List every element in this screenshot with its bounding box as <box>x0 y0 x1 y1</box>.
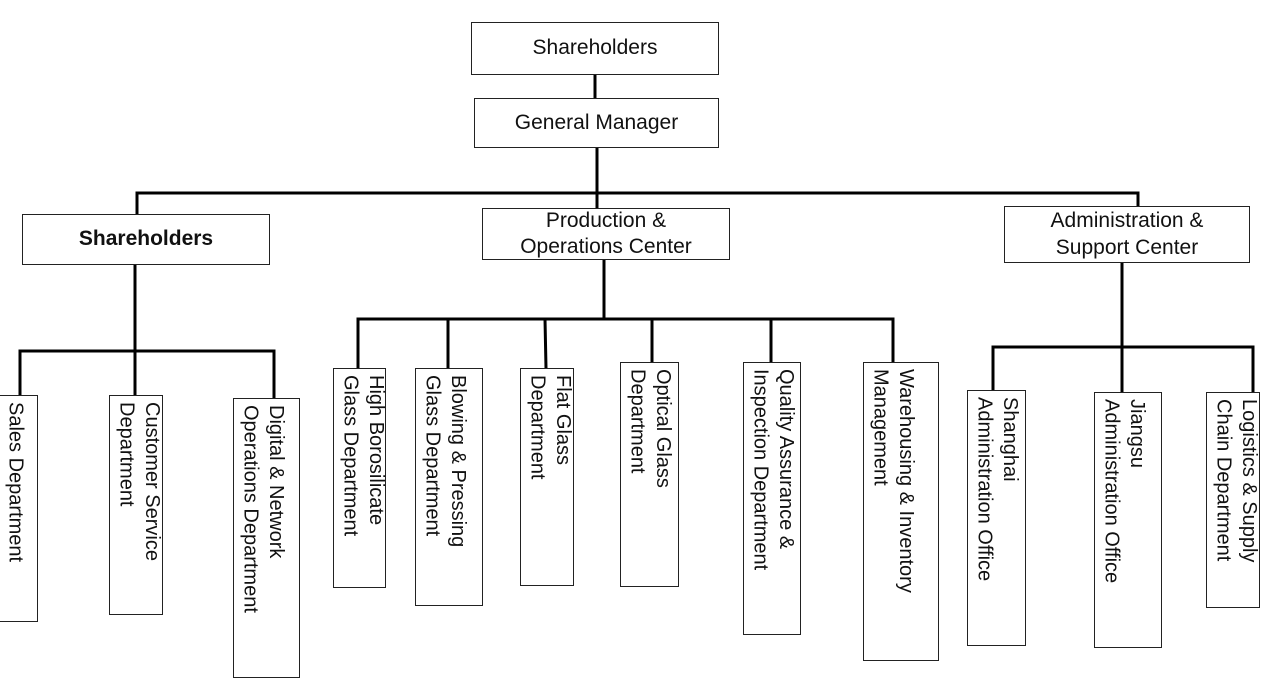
center-left-label: Shareholders <box>78 227 214 251</box>
customer-service-department-box: Customer Service Department <box>109 395 163 615</box>
warehousing-inventory-label: Warehousing & Inventory Management <box>869 369 918 593</box>
digital-network-department-label: Digital & Network Operations Department <box>239 405 288 613</box>
general-manager-label: General Manager <box>514 110 679 134</box>
shareholders-box: Shareholders <box>471 22 719 75</box>
center-left-box: Shareholders <box>22 214 270 265</box>
high-borosilicate-department-label: High Borosilicate Glass Department <box>339 375 388 537</box>
optical-glass-department-box: Optical Glass Department <box>620 362 679 587</box>
warehousing-inventory-box: Warehousing & Inventory Management <box>863 362 939 661</box>
administration-support-center-label: Administration & Support Center <box>1050 209 1204 259</box>
flat-glass-department-box: Flat Glass Department <box>520 368 574 586</box>
quality-assurance-department-label: Quality Assurance & Inspection Departmen… <box>749 369 798 571</box>
quality-assurance-department-box: Quality Assurance & Inspection Departmen… <box>743 362 801 635</box>
optical-glass-department-label: Optical Glass Department <box>626 369 675 488</box>
shanghai-office-box: Shanghai Administration Office <box>967 390 1026 646</box>
logistics-supply-chain-box: Logistics & Supply Chain Department <box>1206 392 1260 608</box>
administration-support-center-box: Administration & Support Center <box>1004 206 1250 263</box>
jiangsu-office-box: Jiangsu Administration Office <box>1094 392 1162 648</box>
production-operations-center-label: Production & Operations Center <box>520 208 692 258</box>
high-borosilicate-department-box: High Borosilicate Glass Department <box>333 368 388 588</box>
sales-department-label: Sales Department <box>4 402 27 563</box>
customer-service-department-label: Customer Service Department <box>115 402 164 561</box>
blowing-pressing-department-label: Blowing & Pressing Glass Department <box>421 375 470 548</box>
shanghai-office-label: Shanghai Administration Office <box>973 397 1022 582</box>
blowing-pressing-department-box: Blowing & Pressing Glass Department <box>415 368 483 606</box>
flat-glass-department-label: Flat Glass Department <box>526 375 575 480</box>
sales-department-box: Sales Department <box>0 395 38 622</box>
jiangsu-office-label: Jiangsu Administration Office <box>1100 399 1149 584</box>
digital-network-department-box: Digital & Network Operations Department <box>233 398 300 678</box>
general-manager-box: General Manager <box>474 98 719 148</box>
logistics-supply-chain-label: Logistics & Supply Chain Department <box>1212 399 1261 563</box>
production-operations-center-box: Production & Operations Center <box>482 208 730 260</box>
shareholders-label: Shareholders <box>532 36 658 60</box>
